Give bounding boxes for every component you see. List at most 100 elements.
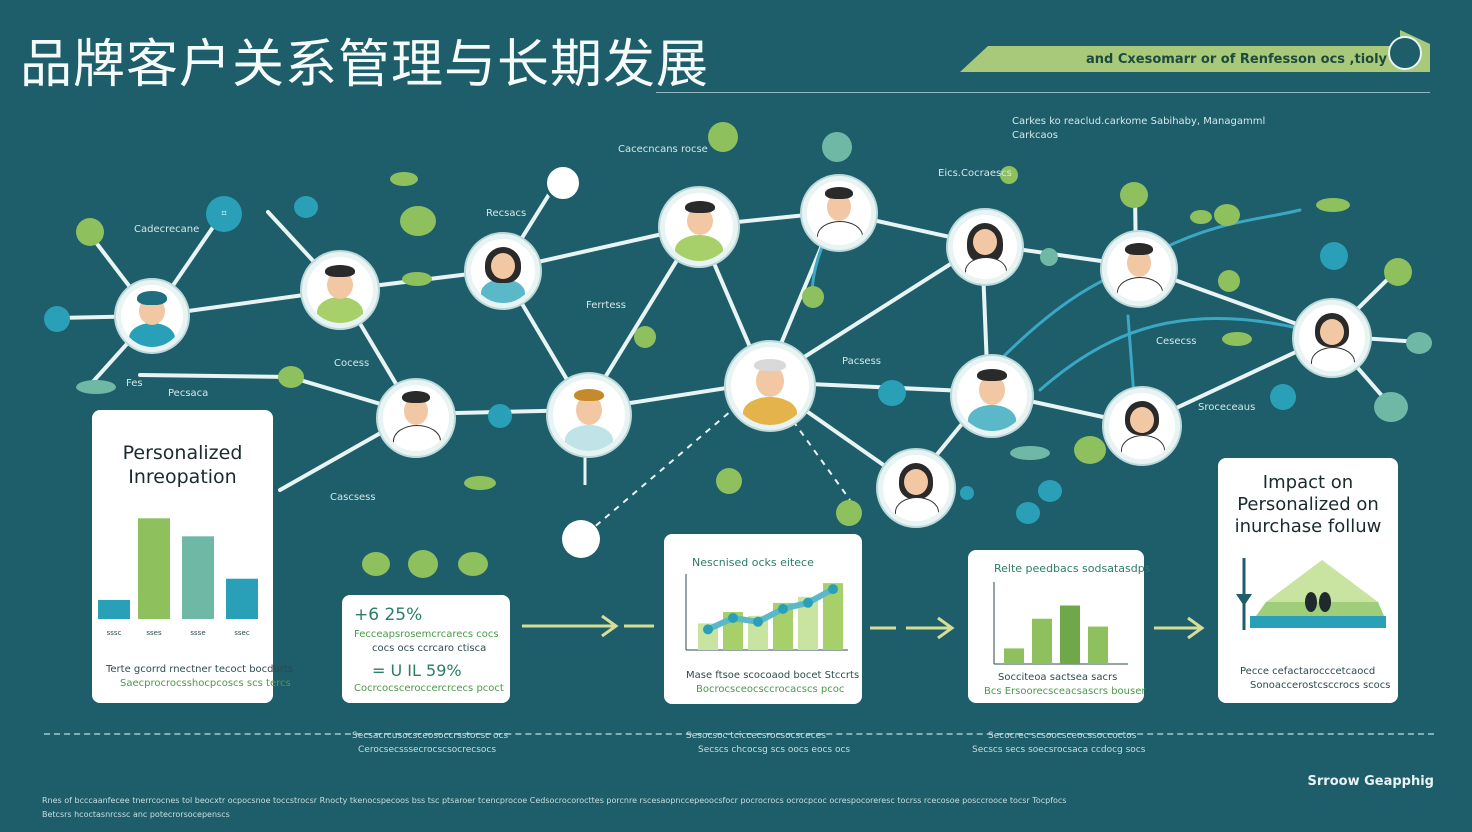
section-caption: Cerocsecsssecrocscsocrecsocs [358, 745, 497, 755]
heart-icon [544, 164, 582, 202]
bar [1088, 626, 1108, 664]
card-trend: Nescnised ocks eitece Mase ftsoe scocoao… [664, 534, 862, 704]
avatar-node-4[interactable] [660, 188, 738, 266]
small-node-icon [400, 206, 436, 236]
footer-text: Rnes of bcccaanfecee tnerrcocnes tol beo… [42, 796, 1067, 805]
bar [1060, 605, 1080, 664]
avatar-node-7[interactable] [1102, 232, 1176, 306]
small-node-icon [836, 500, 862, 526]
node-caption: Cadecrecane [134, 224, 200, 235]
small-node-icon [1320, 242, 1348, 270]
header-rule [656, 92, 1430, 93]
bar [1032, 618, 1052, 664]
avatar-node-3[interactable] [466, 234, 540, 308]
small-node-icon [1000, 166, 1018, 184]
section-caption: Secscs chcocsg scs oocs eocs ocs [698, 745, 851, 755]
bar-label: ssse [190, 629, 205, 637]
growth-sub: Cocrcocsceroccercrcecs pcoct [354, 683, 504, 694]
trend-title: Nescnised ocks eitece [692, 556, 814, 569]
bar [823, 583, 843, 650]
card-footer: Saecprocrocsshocpcoscs scs tercs [120, 678, 291, 689]
small-node-icon [1270, 384, 1296, 410]
small-node-icon [362, 552, 390, 576]
avatar-node-11[interactable] [952, 356, 1032, 436]
card-title: Personalized on [1237, 494, 1379, 515]
caption-top-right: Carkes ko reaclud.carkome Sabihaby, Mana… [1012, 116, 1266, 127]
banner-text: and Cxesomarr or of Renfesson ocs ,tioly [1086, 52, 1388, 67]
card-impact: Impact on Personalized on inurchase foll… [1218, 458, 1398, 703]
avatar-node-9[interactable] [378, 380, 454, 456]
card-footer: Mase ftsoe scocoaod bocet Stccrts [686, 670, 860, 681]
trend-point [753, 616, 763, 627]
avatar-node-8[interactable] [1294, 300, 1370, 376]
bar [748, 615, 768, 650]
small-node-icon [1406, 332, 1432, 354]
caption-top-right-sub: Carkcaos [1012, 130, 1058, 141]
bar [226, 578, 258, 619]
group-icon [562, 520, 600, 558]
bar-label: sses [146, 629, 162, 637]
small-node-icon [408, 550, 438, 578]
small-node-icon [1218, 270, 1240, 292]
node-caption: Cesecss [1156, 336, 1197, 347]
avatar-node-2[interactable] [302, 252, 378, 328]
network-icon: ⌗ [206, 196, 242, 232]
card-footer: Sonoaccerostcsccrocs scocs [1250, 680, 1391, 691]
banner-logo-icon [1388, 36, 1422, 70]
avatar-node-center[interactable] [726, 342, 814, 430]
bar [138, 518, 170, 619]
small-node-icon [1040, 248, 1058, 266]
growth-value-2: = U IL 59% [372, 661, 462, 680]
small-node-icon [960, 486, 974, 500]
footer-text: Betcsrs hcoctasnrcssc anc potecrorsocepe… [42, 810, 230, 819]
relation-title: Relte peedbacs sodsatasdps [994, 562, 1151, 575]
growth-sub: Fecceapsrosemcrcarecs cocs [354, 629, 499, 640]
node-caption: Eics.Cocraescs [938, 168, 1012, 179]
small-node-icon [1010, 446, 1050, 460]
avatar-node-6[interactable] [948, 210, 1022, 284]
small-node-icon [802, 286, 824, 308]
bar [182, 536, 214, 619]
node-caption: Ferrtess [586, 300, 626, 311]
bar [798, 596, 818, 650]
pyramid-illustration [1236, 558, 1386, 630]
avatar-node-1[interactable] [116, 280, 188, 352]
trend-point [828, 584, 838, 595]
avatar-node-5[interactable] [802, 176, 876, 250]
avatar-node-12[interactable] [1104, 388, 1180, 464]
bar-label: sssc [107, 629, 122, 637]
section-caption: Sesocsoc tciccecsrocsocsceces [686, 731, 826, 741]
section-caption: Secocrec scsoocsceocssoccoctos [988, 731, 1137, 741]
section-caption: Secsacrcusocsceosoccrsstocsc ocs [352, 731, 509, 741]
small-node-icon [1384, 258, 1412, 286]
trend-point [803, 597, 813, 608]
avatar-node-10[interactable] [548, 374, 630, 456]
trend-chart [685, 574, 848, 651]
growth-sub: cocs ocs ccrcaro ctisca [372, 643, 487, 654]
card-footer: Bcs Ersoorecsceacsascrs bouser [984, 686, 1146, 697]
small-node-icon [458, 552, 488, 576]
growth-value-1: +6 25% [354, 605, 423, 625]
small-node-icon [488, 404, 512, 428]
node-caption: Cocess [334, 358, 370, 369]
card-footer: Bocrocsceocsccrocacscs pcoc [696, 684, 845, 695]
small-node-icon [1214, 204, 1240, 226]
small-node-icon [278, 366, 304, 388]
flow-arrow-right [870, 616, 955, 640]
small-node-icon [402, 272, 432, 286]
small-node-icon [76, 218, 104, 246]
small-node-icon [1120, 182, 1148, 208]
card-title: inurchase folluw [1234, 516, 1382, 537]
small-node-icon [708, 122, 738, 152]
card-title: Personalized [122, 442, 243, 464]
node-caption: Recsacs [486, 208, 527, 219]
small-node-icon [822, 132, 852, 162]
small-node-icon [1016, 502, 1040, 524]
page-title: 品牌客户关系管理与长期发展 [20, 35, 710, 95]
trend-point [728, 613, 738, 623]
small-node-icon [390, 172, 418, 186]
card-title: Inreopation [128, 466, 237, 488]
avatar-node-13[interactable] [878, 450, 954, 526]
